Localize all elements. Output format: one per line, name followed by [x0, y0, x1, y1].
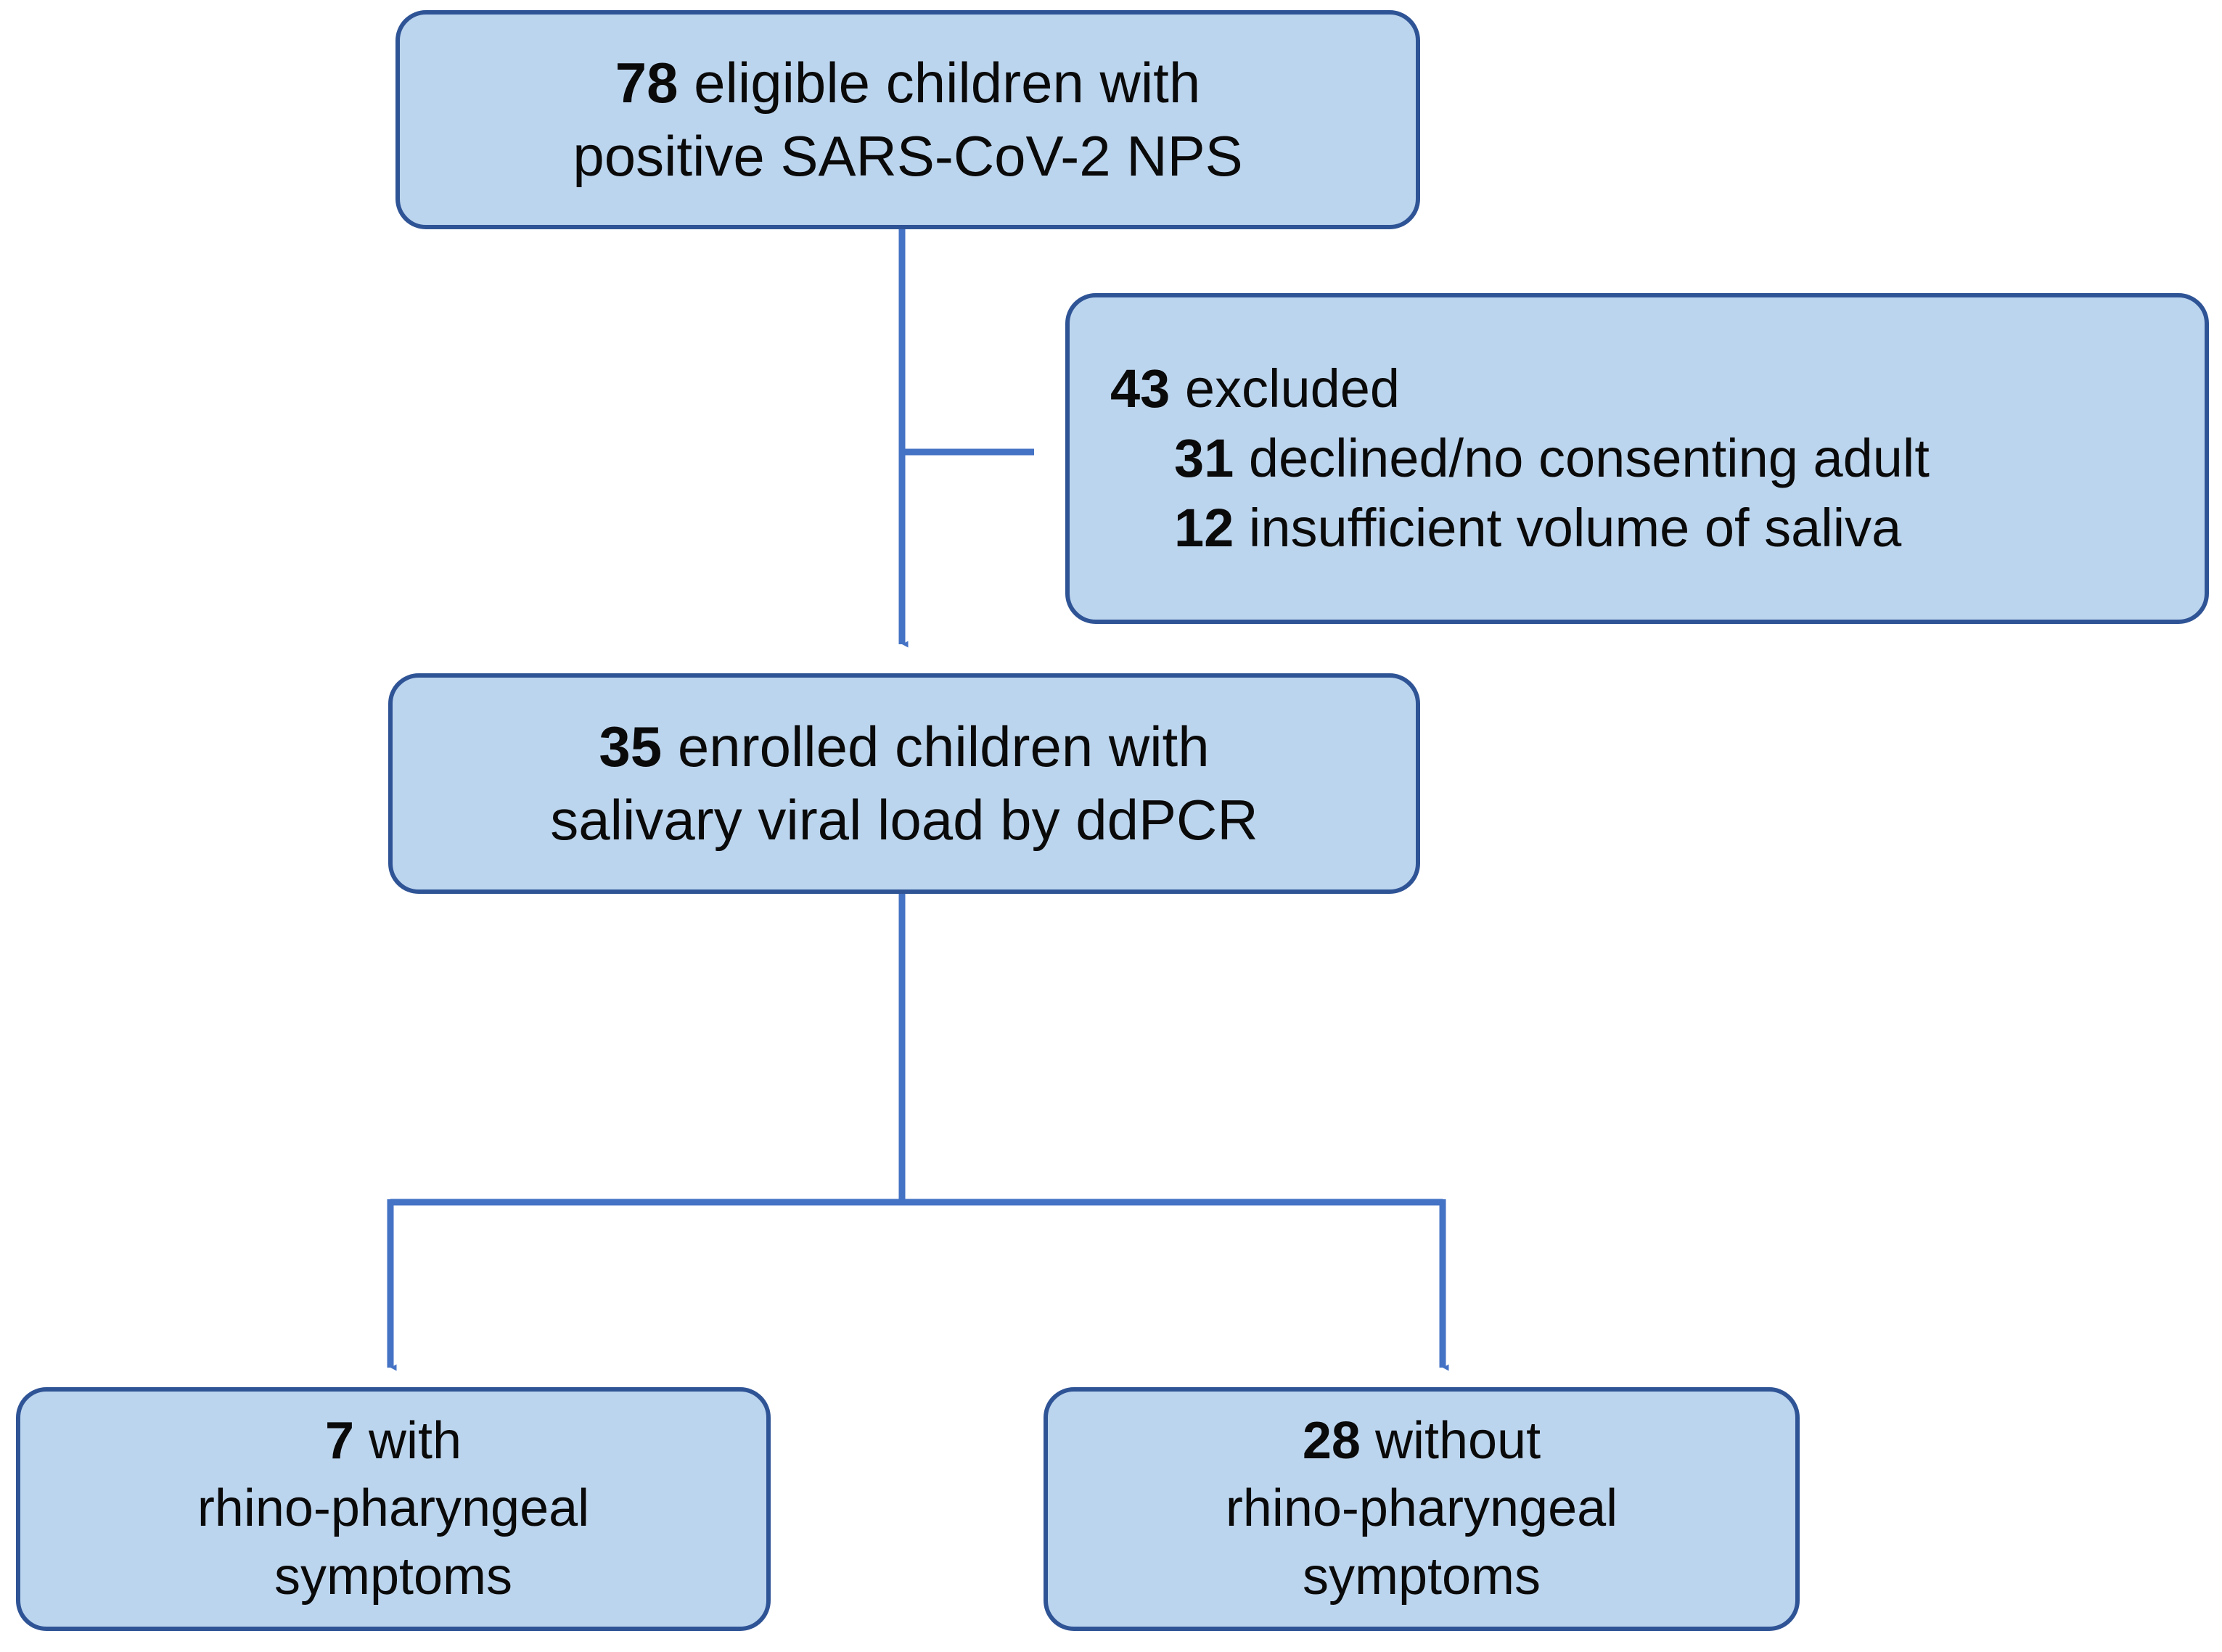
node-enrolled-line2: salivary viral load by ddPCR [550, 788, 1258, 852]
node-eligible-line1-text: eligible children with [678, 50, 1201, 115]
node-with-symptoms-line2: rhino-pharyngeal [197, 1479, 590, 1538]
node-with-symptoms-line1: 7 with [325, 1408, 462, 1476]
node-eligible-line1: 78 eligible children with [615, 46, 1200, 120]
node-without-symptoms-line3: symptoms [1302, 1547, 1541, 1606]
node-without-symptoms-line1: 28 without [1303, 1408, 1541, 1476]
node-excluded-reason-2-count: 12 [1174, 498, 1234, 559]
node-excluded: 43 excluded 31 declined/no consenting ad… [1065, 293, 2209, 624]
node-eligible-children: 78 eligible children with positive SARS-… [395, 10, 1420, 229]
node-with-symptoms: 7 with rhino-pharyngeal symptoms [16, 1387, 771, 1631]
node-enrolled-count: 35 [599, 714, 663, 778]
node-enrolled-line1: 35 enrolled children with [599, 710, 1209, 784]
node-excluded-reason-1-text: declined/no consenting adult [1234, 427, 1930, 488]
node-excluded-reason-1: 31 declined/no consenting adult [1110, 424, 1930, 493]
node-excluded-count: 43 [1110, 358, 1171, 419]
node-without-symptoms-count: 28 [1302, 1411, 1361, 1470]
node-excluded-heading: 43 excluded [1110, 354, 1400, 424]
node-without-symptoms-line2: rhino-pharyngeal [1225, 1479, 1618, 1538]
node-excluded-label: excluded [1170, 358, 1401, 419]
node-excluded-reason-1-count: 31 [1174, 427, 1234, 488]
node-excluded-reason-2: 12 insufficient volume of saliva [1110, 493, 1901, 563]
node-without-symptoms-line1-text: without [1360, 1411, 1541, 1470]
node-eligible-line2: positive SARS-CoV-2 NPS [573, 124, 1243, 188]
node-with-symptoms-line3: symptoms [274, 1547, 513, 1606]
node-excluded-reason-2-text: insufficient volume of saliva [1234, 498, 1902, 559]
node-enrolled-line1-text: enrolled children with [662, 714, 1210, 778]
connector-enrolled-split [390, 894, 1443, 1206]
node-enrolled-children: 35 enrolled children with salivary viral… [388, 673, 1420, 894]
node-with-symptoms-count: 7 [324, 1411, 354, 1470]
node-eligible-count: 78 [615, 50, 679, 115]
node-with-symptoms-line1-text: with [354, 1411, 462, 1470]
node-without-symptoms: 28 without rhino-pharyngeal symptoms [1044, 1387, 1800, 1631]
